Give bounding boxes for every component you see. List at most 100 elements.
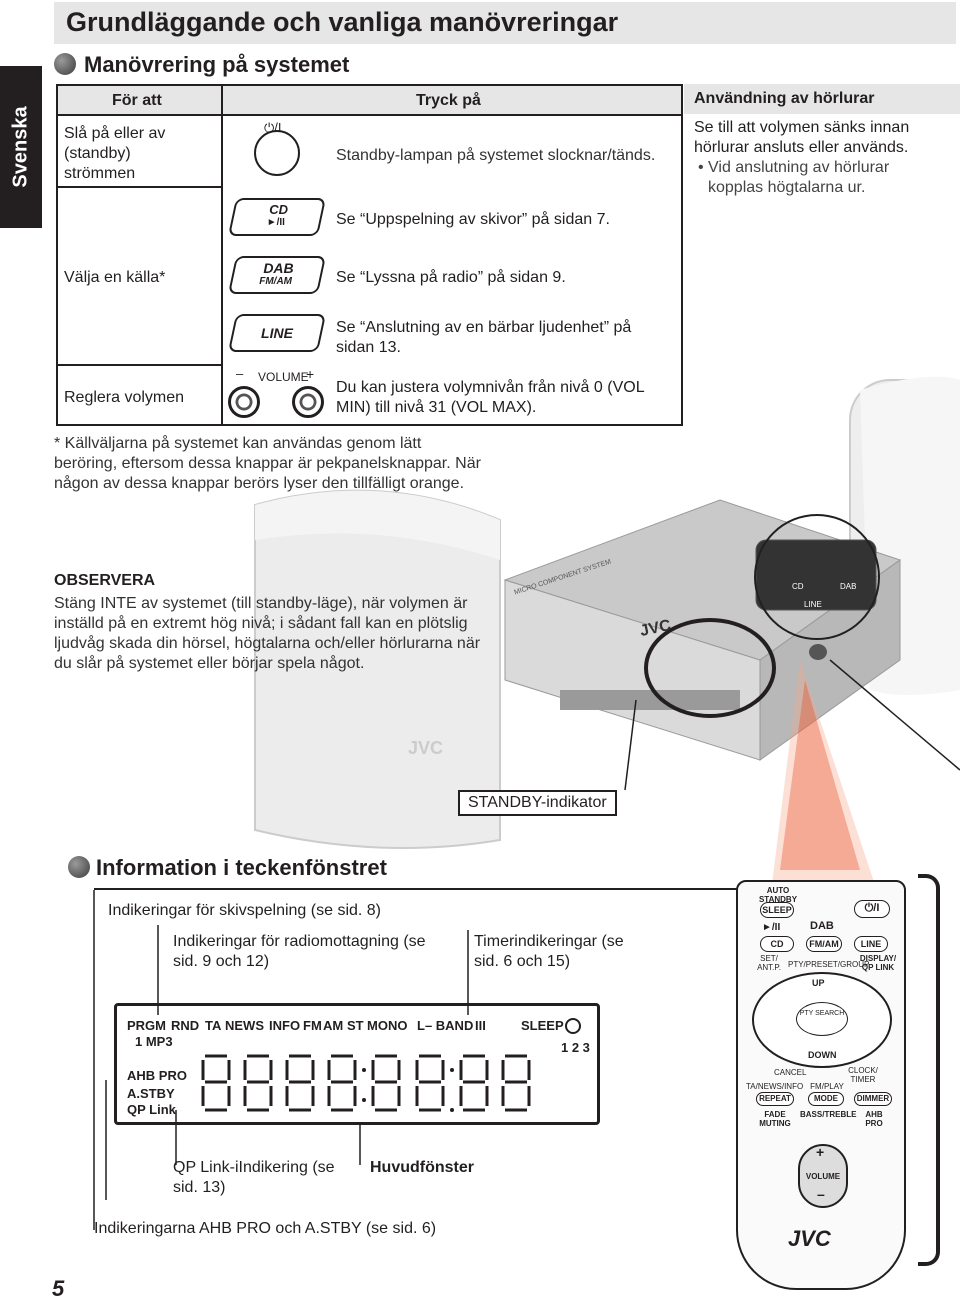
remote-clock: CLOCK/ TIMER bbox=[848, 1066, 878, 1084]
device-illustration bbox=[254, 379, 960, 900]
col-header-action: För att bbox=[112, 92, 162, 109]
remote-mode-button[interactable]: MODE bbox=[808, 1092, 844, 1106]
remote-pty-search: PTY SEARCH bbox=[799, 1010, 845, 1017]
remote-cancel: CANCEL bbox=[774, 1068, 807, 1077]
lcd-qplink: QP Link bbox=[127, 1102, 176, 1117]
remote-auto-standby: AUTO STANDBY bbox=[758, 886, 798, 904]
operations-table: För att Tryck på Slå på eller av (standb… bbox=[56, 84, 683, 426]
remote-dimmer-button[interactable]: DIMMER bbox=[854, 1092, 892, 1106]
table-header bbox=[58, 86, 681, 116]
standby-callout: STANDBY-indikator bbox=[458, 790, 617, 816]
section2-bullet-icon bbox=[68, 856, 90, 878]
remote-play-pause-label: ►/II bbox=[762, 922, 781, 933]
remote-pty: PTY/PRESET/GROUP bbox=[788, 960, 870, 969]
volume-label: VOLUME bbox=[258, 370, 309, 384]
row-volume-label: Reglera volymen bbox=[64, 389, 185, 406]
table-divider bbox=[221, 86, 223, 424]
callout-timer: Timerindikeringar (se sid. 6 och 15) bbox=[474, 933, 624, 970]
col-header-press: Tryck på bbox=[416, 92, 481, 109]
remote-fmam-button[interactable]: FM/AM bbox=[806, 936, 842, 952]
headphones-box: Användning av hörlurar Se till att volym… bbox=[684, 84, 960, 196]
lcd-ahb: AHB PRO bbox=[127, 1068, 187, 1083]
remote-line-button[interactable]: LINE bbox=[854, 936, 888, 952]
lcd-clock-icon bbox=[565, 1018, 581, 1034]
lcd-segment-digits bbox=[201, 1054, 531, 1112]
remote-vol-plus: + bbox=[816, 1144, 825, 1160]
callout-lines bbox=[93, 890, 469, 1230]
display-window: PRGM RND 1 MP3 TA NEWS INFO FM AM ST MON… bbox=[114, 1003, 600, 1125]
callout-qp: QP Link-iIndikering (se sid. 13) bbox=[173, 1159, 335, 1196]
callout-radio: Indikeringar för radiomottagning (se sid… bbox=[173, 933, 426, 970]
headphones-header-bg bbox=[684, 84, 960, 114]
power-note: Standby-lampan på systemet slocknar/tänd… bbox=[336, 147, 656, 164]
table-row-divider bbox=[58, 186, 221, 188]
section2-rule bbox=[94, 888, 900, 890]
power-symbol: ⏻/I bbox=[264, 120, 282, 135]
lcd-mono: MONO bbox=[367, 1018, 408, 1033]
lcd-repeat-mp3: 1 MP3 bbox=[135, 1034, 173, 1049]
remote-ta-news: TA/NEWS/INFO bbox=[746, 1082, 804, 1091]
dab-note: Se “Lyssna på radio” på sidan 9. bbox=[336, 269, 566, 286]
remote-display: DISPLAY/ QP LINK bbox=[859, 954, 897, 972]
callout-main: Huvudfönster bbox=[370, 1159, 474, 1176]
table-row-divider bbox=[58, 364, 221, 366]
volume-minus: – bbox=[236, 366, 244, 381]
headphones-bullet: Vid anslutning av hörlurar kopplas högta… bbox=[708, 159, 890, 196]
remote-volume: VOLUME bbox=[805, 1172, 841, 1181]
lcd-st: ST bbox=[347, 1018, 364, 1033]
volume-down-knob-icon bbox=[228, 386, 260, 418]
section2-heading: Information i teckenfönstret bbox=[96, 855, 387, 880]
cd-note: Se “Uppspelning av skivor” på sidan 7. bbox=[336, 211, 610, 228]
panel-cd: CD bbox=[792, 582, 804, 591]
lcd-info: INFO bbox=[269, 1018, 301, 1033]
lcd-band-sym: III bbox=[475, 1018, 486, 1033]
volume-up-knob-icon bbox=[292, 386, 324, 418]
lcd-fm: FM bbox=[303, 1018, 322, 1033]
lcd-am: AM bbox=[323, 1018, 344, 1033]
section-bullet-icon bbox=[54, 53, 76, 75]
callout-ahb: Indikeringarna AHB PRO och A.STBY (se si… bbox=[94, 1220, 437, 1237]
remote-cd-button[interactable]: CD bbox=[760, 936, 794, 952]
remote-sleep-button[interactable]: SLEEP bbox=[760, 902, 794, 918]
headphones-heading: Användning av hörlurar bbox=[694, 90, 875, 107]
remote-bracket bbox=[918, 874, 940, 1266]
remote-set-ant: SET/ ANT.P. bbox=[757, 954, 781, 972]
page-title-bar: Grundläggande och vanliga manövreringar bbox=[54, 2, 956, 44]
remote-bass: BASS/TREBLE bbox=[800, 1110, 857, 1119]
lcd-astby: A.STBY bbox=[127, 1086, 175, 1101]
lcd-digits: 1 2 3 bbox=[561, 1040, 590, 1055]
remote-power-button[interactable]: ⏻/I bbox=[854, 900, 890, 918]
headphones-text: Se till att volymen sänks innan hörlurar… bbox=[694, 119, 910, 156]
remote-vol-minus: – bbox=[817, 1186, 825, 1202]
row-power-label: Slå på eller av (standby) strömmen bbox=[64, 125, 166, 182]
section1-heading: Manövrering på systemet bbox=[84, 52, 350, 77]
observera-heading: OBSERVERA bbox=[54, 572, 156, 589]
row-source-label: Välja en källa* bbox=[64, 269, 166, 286]
remote-brand: JVC bbox=[788, 1226, 831, 1251]
remote-volume-rocker[interactable] bbox=[798, 1144, 848, 1208]
volume-plus: + bbox=[306, 366, 315, 382]
lcd-ta: TA bbox=[205, 1018, 222, 1033]
remote-up: UP bbox=[812, 978, 825, 988]
remote-pty-search-button[interactable] bbox=[796, 1002, 848, 1036]
source-footnote: * Källväljarna på systemet kan användas … bbox=[54, 435, 481, 492]
lcd-sleep: SLEEP bbox=[521, 1018, 564, 1033]
remote-fade: FADE MUTING bbox=[759, 1110, 791, 1128]
lcd-news: NEWS bbox=[225, 1018, 264, 1033]
volume-note: Du kan justera volymnivån från nivå 0 (V… bbox=[336, 379, 644, 416]
language-tab: Svenska bbox=[0, 66, 42, 228]
callout-disc: Indikeringar för skivspelning (se sid. 8… bbox=[108, 902, 382, 919]
lcd-lband: L– BAND bbox=[417, 1018, 474, 1033]
remote-control: AUTO STANDBY SLEEP ⏻/I ►/II DAB CD FM/AM… bbox=[736, 880, 906, 1290]
panel-dab: DAB bbox=[840, 582, 857, 591]
speaker-brand: JVC bbox=[408, 738, 444, 758]
remote-repeat-button[interactable]: REPEAT bbox=[756, 1092, 794, 1106]
remote-fm-play: FM/PLAY bbox=[810, 1082, 844, 1091]
lcd-rnd: RND bbox=[171, 1018, 200, 1033]
power-button-icon bbox=[254, 130, 300, 176]
headphones-bullet-marker: • bbox=[698, 159, 704, 176]
line-note: Se “Anslutning av en bärbar ljudenhet” p… bbox=[336, 319, 632, 356]
remote-ahb: AHB PRO bbox=[865, 1110, 883, 1128]
remote-dab-label: DAB bbox=[810, 920, 834, 932]
page-title: Grundläggande och vanliga manövreringar bbox=[66, 7, 619, 37]
